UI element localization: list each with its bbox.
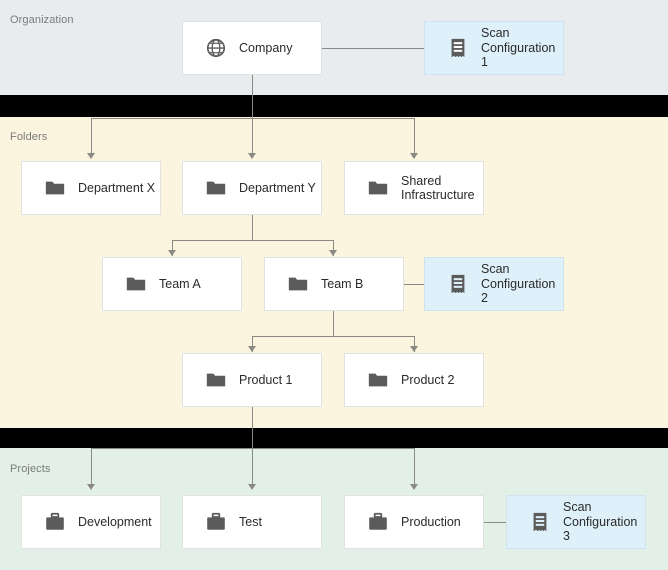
node-label: Team B	[321, 276, 364, 291]
arrowhead-product-2	[410, 346, 418, 352]
node-label: Department Y	[239, 180, 316, 195]
arrowhead-department-y	[248, 153, 256, 159]
edge-team-b-bus	[252, 336, 414, 337]
node-scan-configuration-1[interactable]: Scan Configuration 1	[424, 21, 564, 75]
node-team-a[interactable]: Team A	[102, 257, 242, 311]
edge-team-b-stem	[333, 311, 334, 336]
node-label: Test	[239, 514, 262, 529]
folder-icon	[206, 373, 226, 387]
node-label: Product 2	[401, 372, 455, 387]
node-company[interactable]: Company	[182, 21, 322, 75]
edge-drop-product-2	[414, 336, 415, 352]
arrowhead-team-a	[168, 250, 176, 256]
edge-drop-team-b	[333, 240, 334, 256]
node-team-b[interactable]: Team B	[264, 257, 404, 311]
globe-icon	[206, 38, 226, 58]
node-scan-configuration-2[interactable]: Scan Configuration 2	[424, 257, 564, 311]
node-department-x[interactable]: Department X	[21, 161, 161, 215]
node-production[interactable]: Production	[344, 495, 484, 549]
node-product-2[interactable]: Product 2	[344, 353, 484, 407]
arrowhead-test	[248, 484, 256, 490]
node-label: Company	[239, 40, 293, 55]
folder-icon	[206, 181, 226, 195]
node-product-1[interactable]: Product 1	[182, 353, 322, 407]
folder-icon	[288, 277, 308, 291]
receipt-icon	[451, 38, 465, 58]
node-label: Shared Infrastructure	[401, 173, 475, 203]
arrowhead-team-b	[329, 250, 337, 256]
folder-icon	[45, 181, 65, 195]
arrowhead-product-1	[248, 346, 256, 352]
node-label: Development	[78, 514, 152, 529]
edge-drop-department-y	[252, 118, 253, 155]
section-label-folders: Folders	[10, 131, 48, 143]
node-scan-configuration-3[interactable]: Scan Configuration 3	[506, 495, 646, 549]
node-label: Scan Configuration 2	[481, 262, 556, 306]
receipt-icon	[533, 512, 547, 532]
edge-department-y-stem	[252, 215, 253, 240]
arrowhead-department-x	[87, 153, 95, 159]
section-label-projects: Projects	[10, 463, 51, 475]
edge-product-1-stem	[252, 407, 253, 448]
briefcase-icon	[369, 512, 387, 530]
node-shared-infrastructure[interactable]: Shared Infrastructure	[344, 161, 484, 215]
receipt-icon	[451, 274, 465, 294]
node-label: Scan Configuration 1	[481, 26, 556, 70]
edge-company-stem	[252, 75, 253, 118]
node-label: Product 1	[239, 372, 293, 387]
folder-icon	[368, 373, 388, 387]
node-development[interactable]: Development	[21, 495, 161, 549]
node-label: Scan Configuration 3	[563, 500, 638, 544]
briefcase-icon	[46, 512, 64, 530]
edge-drop-production	[414, 448, 415, 486]
edge-team-b-to-scan-2	[404, 284, 424, 285]
edge-production-to-scan-3	[484, 522, 506, 523]
edge-department-y-bus	[172, 240, 333, 241]
edge-drop-team-a	[172, 240, 173, 256]
edge-company-to-scan-1	[322, 48, 424, 49]
folder-icon	[126, 277, 146, 291]
folder-icon	[368, 181, 388, 195]
section-label-organization: Organization	[10, 14, 74, 26]
arrowhead-shared-infra	[410, 153, 418, 159]
edge-drop-development	[91, 448, 92, 486]
node-label: Team A	[159, 276, 201, 291]
node-department-y[interactable]: Department Y	[182, 161, 322, 215]
briefcase-icon	[207, 512, 225, 530]
edge-drop-test	[252, 448, 253, 486]
node-label: Production	[401, 514, 461, 529]
node-label: Department X	[78, 180, 156, 195]
arrowhead-production	[410, 484, 418, 490]
arrowhead-development	[87, 484, 95, 490]
edge-drop-shared-infra	[414, 118, 415, 155]
edge-drop-department-x	[91, 118, 92, 155]
edge-drop-product-1	[252, 336, 253, 352]
node-test[interactable]: Test	[182, 495, 322, 549]
